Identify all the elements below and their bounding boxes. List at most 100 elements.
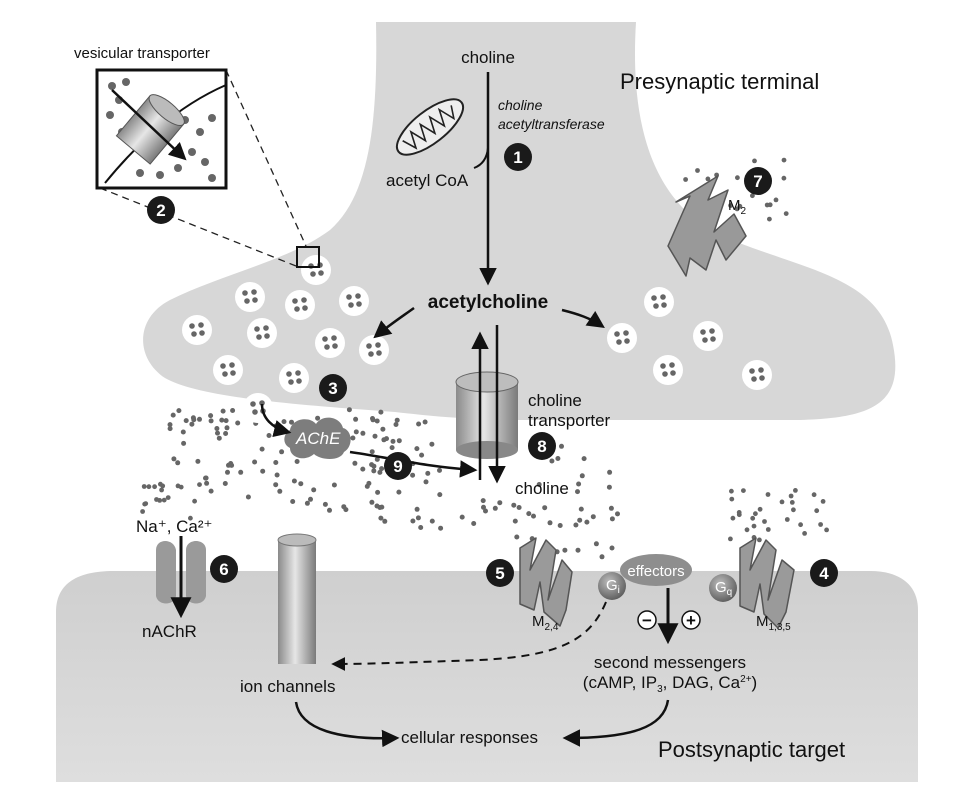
ach-dot xyxy=(480,498,486,504)
step-badge-6: 6 xyxy=(210,555,238,583)
ach-dot xyxy=(315,415,321,421)
ach-dot xyxy=(750,193,755,199)
ach-dot xyxy=(728,536,733,542)
ach-dot xyxy=(208,413,214,419)
ach-dot xyxy=(814,508,820,514)
ach-dot xyxy=(204,480,210,486)
ach-dot xyxy=(370,417,376,423)
ach-dot xyxy=(752,158,757,164)
messengers-to-responses-arrow xyxy=(562,699,670,747)
m2-autoreceptor xyxy=(667,175,747,277)
ach-to-ache-arrow xyxy=(260,403,292,438)
ach-dot xyxy=(734,206,740,212)
ach-dot xyxy=(374,456,380,462)
gi-label: Gi xyxy=(606,577,620,596)
ach-dot xyxy=(195,458,201,464)
ach-dot xyxy=(222,481,228,486)
ach-dot xyxy=(311,487,317,493)
vesicle xyxy=(742,360,772,390)
ach-dot xyxy=(266,433,272,438)
ach-dot xyxy=(304,500,310,506)
ach-dot xyxy=(728,203,733,208)
ach-dot xyxy=(327,507,332,513)
ach-dot xyxy=(549,458,555,464)
ach-dot xyxy=(765,492,771,497)
ach-dot xyxy=(279,449,285,455)
step-6-label: 6 xyxy=(219,560,228,579)
ach-dot xyxy=(438,525,444,531)
ach-dot xyxy=(531,513,536,519)
synaptic-vesicles xyxy=(182,255,772,423)
ach-dot xyxy=(281,419,287,425)
ach-dot xyxy=(176,408,182,414)
ach-dot xyxy=(779,499,785,505)
ach-dot xyxy=(353,416,359,422)
ach-dot xyxy=(547,520,553,526)
ach-dot xyxy=(607,469,613,475)
ach-dot xyxy=(811,492,817,498)
step-3-label: 3 xyxy=(328,379,337,398)
choline-bottom-label: choline xyxy=(515,479,569,498)
ach-dot xyxy=(396,438,402,444)
step-2-label: 2 xyxy=(156,201,165,220)
ach-dot xyxy=(608,505,614,511)
minus-sign-icon xyxy=(637,610,657,630)
ach-dot xyxy=(245,494,251,500)
step-5-label: 5 xyxy=(495,564,504,583)
step-badge-3: 3 xyxy=(319,374,347,402)
step-badge-8: 8 xyxy=(528,432,556,460)
ach-dot xyxy=(158,481,163,487)
ach-dot xyxy=(188,515,193,521)
minus-label: − xyxy=(642,611,652,630)
second-messengers-label: second messengers xyxy=(594,653,746,672)
ach-dot xyxy=(762,519,767,524)
ach-dot xyxy=(824,527,829,533)
vesicle xyxy=(247,318,277,348)
ach-dot xyxy=(418,525,424,530)
step-4-label: 4 xyxy=(819,564,829,583)
ach-dot xyxy=(757,506,763,512)
m2-label: M2 xyxy=(728,197,747,217)
ach-dot xyxy=(820,499,826,504)
ach-dot xyxy=(170,412,176,418)
plus-label: + xyxy=(686,611,696,630)
ach-dot xyxy=(208,418,214,424)
vesicle xyxy=(653,355,683,385)
ach-dot xyxy=(735,175,740,181)
ach-dot xyxy=(606,484,612,490)
ach-dot xyxy=(322,501,328,507)
ach-dot xyxy=(414,506,420,512)
ach-dot xyxy=(167,422,173,428)
ach-dot xyxy=(750,515,756,521)
ach-dot xyxy=(183,418,189,424)
second-messengers-list: (cAMP, IP3, DAG, Ca2+) xyxy=(583,673,757,695)
ach-dot xyxy=(437,467,442,473)
ach-dot xyxy=(161,497,167,503)
ach-dot xyxy=(744,527,750,533)
step-7-label: 7 xyxy=(753,172,762,191)
ach-dot xyxy=(273,482,279,488)
ach-dot xyxy=(197,482,202,487)
ach-dot xyxy=(562,547,568,553)
ach-dot xyxy=(277,488,283,494)
ach-dot xyxy=(364,483,370,489)
choline-transporter-label-2: transporter xyxy=(528,411,611,430)
ach-dot xyxy=(294,459,300,464)
acetyl-coa-join-line xyxy=(473,147,489,169)
ach-dot xyxy=(219,417,225,423)
ach-dot xyxy=(379,466,385,472)
ach-dot xyxy=(165,495,171,500)
ach-dot xyxy=(228,461,234,466)
ach-dot xyxy=(192,498,198,504)
ach-dot xyxy=(189,421,195,427)
step-badge-1: 1 xyxy=(504,143,532,171)
ach-dot xyxy=(781,175,787,181)
vesicle xyxy=(182,315,212,345)
nachr-label: nAChR xyxy=(142,622,197,641)
ach-dot xyxy=(378,515,384,521)
choline-transporter xyxy=(455,325,519,484)
ach-dot xyxy=(350,435,356,441)
enzyme-label-line2: acetyltransferase xyxy=(498,116,605,132)
ach-dot xyxy=(555,456,561,461)
ache-enzyme xyxy=(284,417,351,459)
